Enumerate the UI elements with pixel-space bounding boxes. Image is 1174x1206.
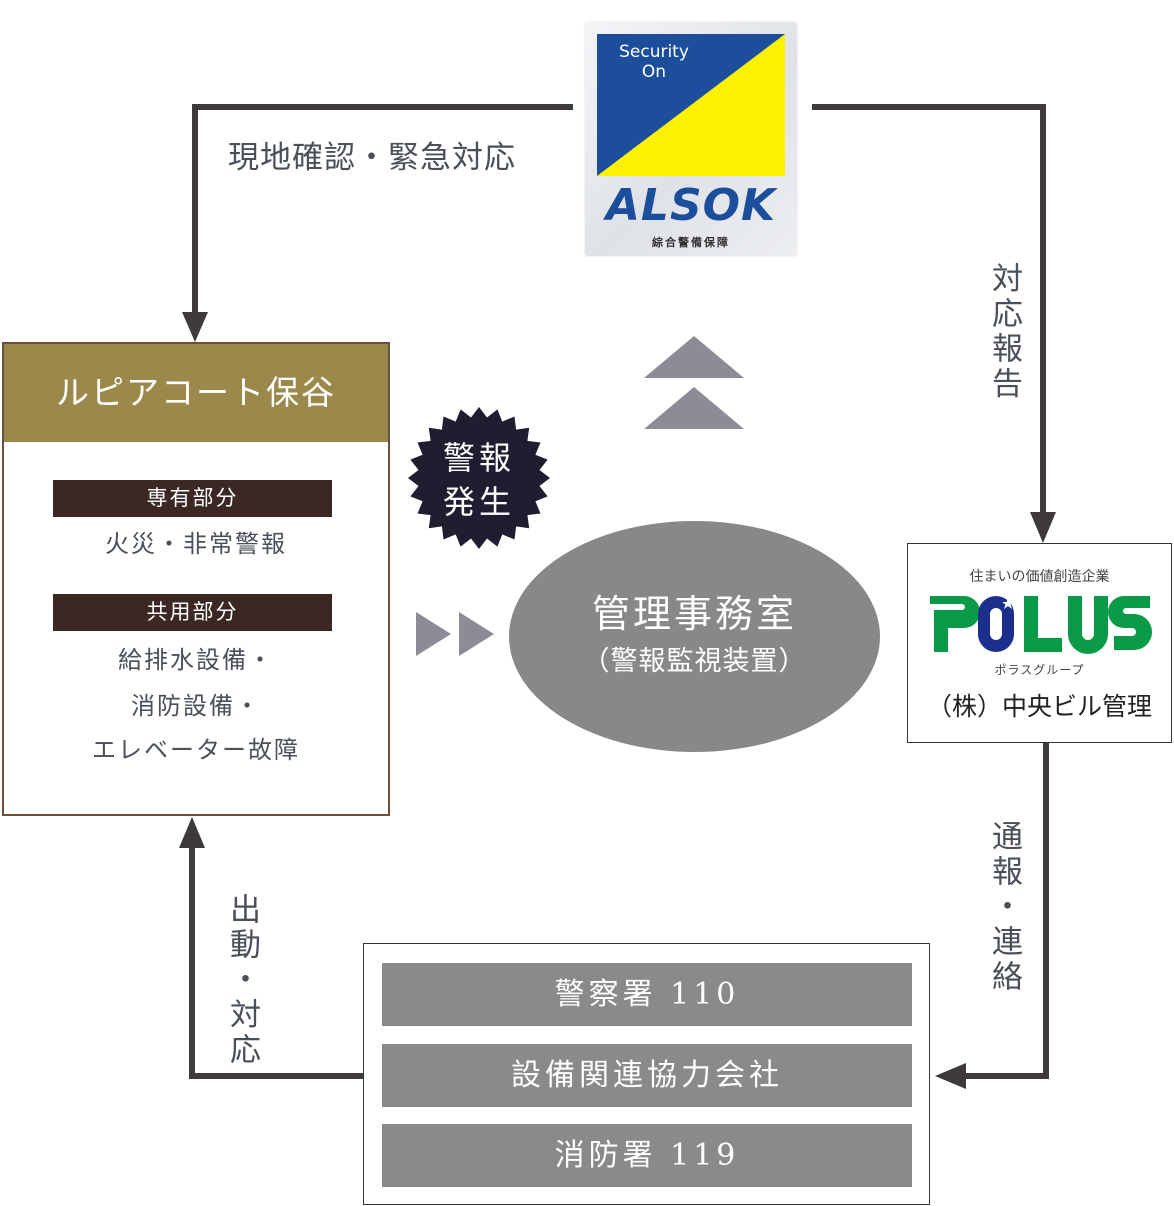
company-name: （株）中央ビル管理: [926, 692, 1152, 721]
contact-fire-station: 消防署 119: [382, 1124, 912, 1187]
right-chevron-icon: [416, 612, 451, 656]
contact-partner-companies: 設備関連協力会社: [382, 1044, 912, 1107]
security-flag-icon: [597, 34, 785, 176]
label-notification: 通報・連絡: [986, 820, 1022, 995]
alarm-line1: 警報: [442, 439, 515, 477]
arrowhead-left-contacts: [935, 1063, 966, 1089]
label-dispatch: 出動・対応: [224, 893, 260, 1068]
emergency-contacts-panel: 警察署 110 設備関連協力会社 消防署 119: [363, 943, 930, 1205]
alsok-subtitle: 綜合警備保障: [652, 236, 730, 249]
section-label-private: 専有部分: [53, 480, 332, 517]
common-item: 消防設備・: [131, 692, 261, 720]
label-onsite-response: 現地確認・緊急対応: [228, 140, 516, 176]
private-item: 火災・非常警報: [105, 530, 287, 558]
office-title: 管理事務室: [591, 592, 797, 636]
up-chevron-icon: [644, 387, 744, 429]
label-response-report: 対応報告: [986, 262, 1022, 402]
right-chevron-icon: [459, 612, 494, 656]
management-company-panel: 住まいの価値創造企業 ポラスグループ （株）中央ビル管理: [907, 543, 1172, 743]
contact-police: 警察署 110: [382, 963, 912, 1026]
on-text: On: [641, 62, 667, 82]
residence-title: ルピアコート保谷: [4, 344, 388, 442]
alarm-text: 警報 発生: [407, 436, 551, 524]
section-label-common: 共用部分: [53, 594, 332, 631]
connector-contacts-to-residence: [189, 835, 363, 1079]
connector-alsok-to-residence: [192, 104, 573, 325]
common-item: 給排水設備・: [118, 646, 274, 674]
polus-tagline: 住まいの価値創造企業: [969, 569, 1110, 585]
management-office: 管理事務室 （警報監視装置）: [509, 521, 880, 752]
office-subtitle: （警報監視装置）: [582, 646, 807, 677]
arrowhead-down-residence: [182, 312, 208, 342]
connector-alsok-to-polus: [812, 104, 1046, 525]
alarm-badge: 警報 発生: [407, 406, 551, 550]
up-chevron-icon: [644, 336, 744, 378]
common-item: エレベーター故障: [92, 736, 300, 764]
starburst-shape: [408, 407, 550, 549]
security-text: Security: [619, 42, 689, 62]
security-on-text: Security On: [610, 42, 698, 82]
arrowhead-down-polus: [1030, 512, 1056, 543]
polus-kana: ポラスグループ: [994, 663, 1085, 677]
residence-panel: ルピアコート保谷 専有部分 火災・非常警報 共用部分 給排水設備・ 消防設備・ …: [2, 342, 390, 816]
alsok-logo: Security On ALSOK 綜合警備保障: [585, 22, 797, 256]
arrowhead-up-residence: [179, 817, 205, 848]
connector-polus-to-contacts: [955, 743, 1049, 1079]
starburst-icon: [408, 407, 550, 549]
polus-logo-icon: [930, 596, 1152, 654]
alsok-wordmark: ALSOK: [605, 180, 777, 231]
alarm-line2: 発生: [442, 483, 515, 521]
